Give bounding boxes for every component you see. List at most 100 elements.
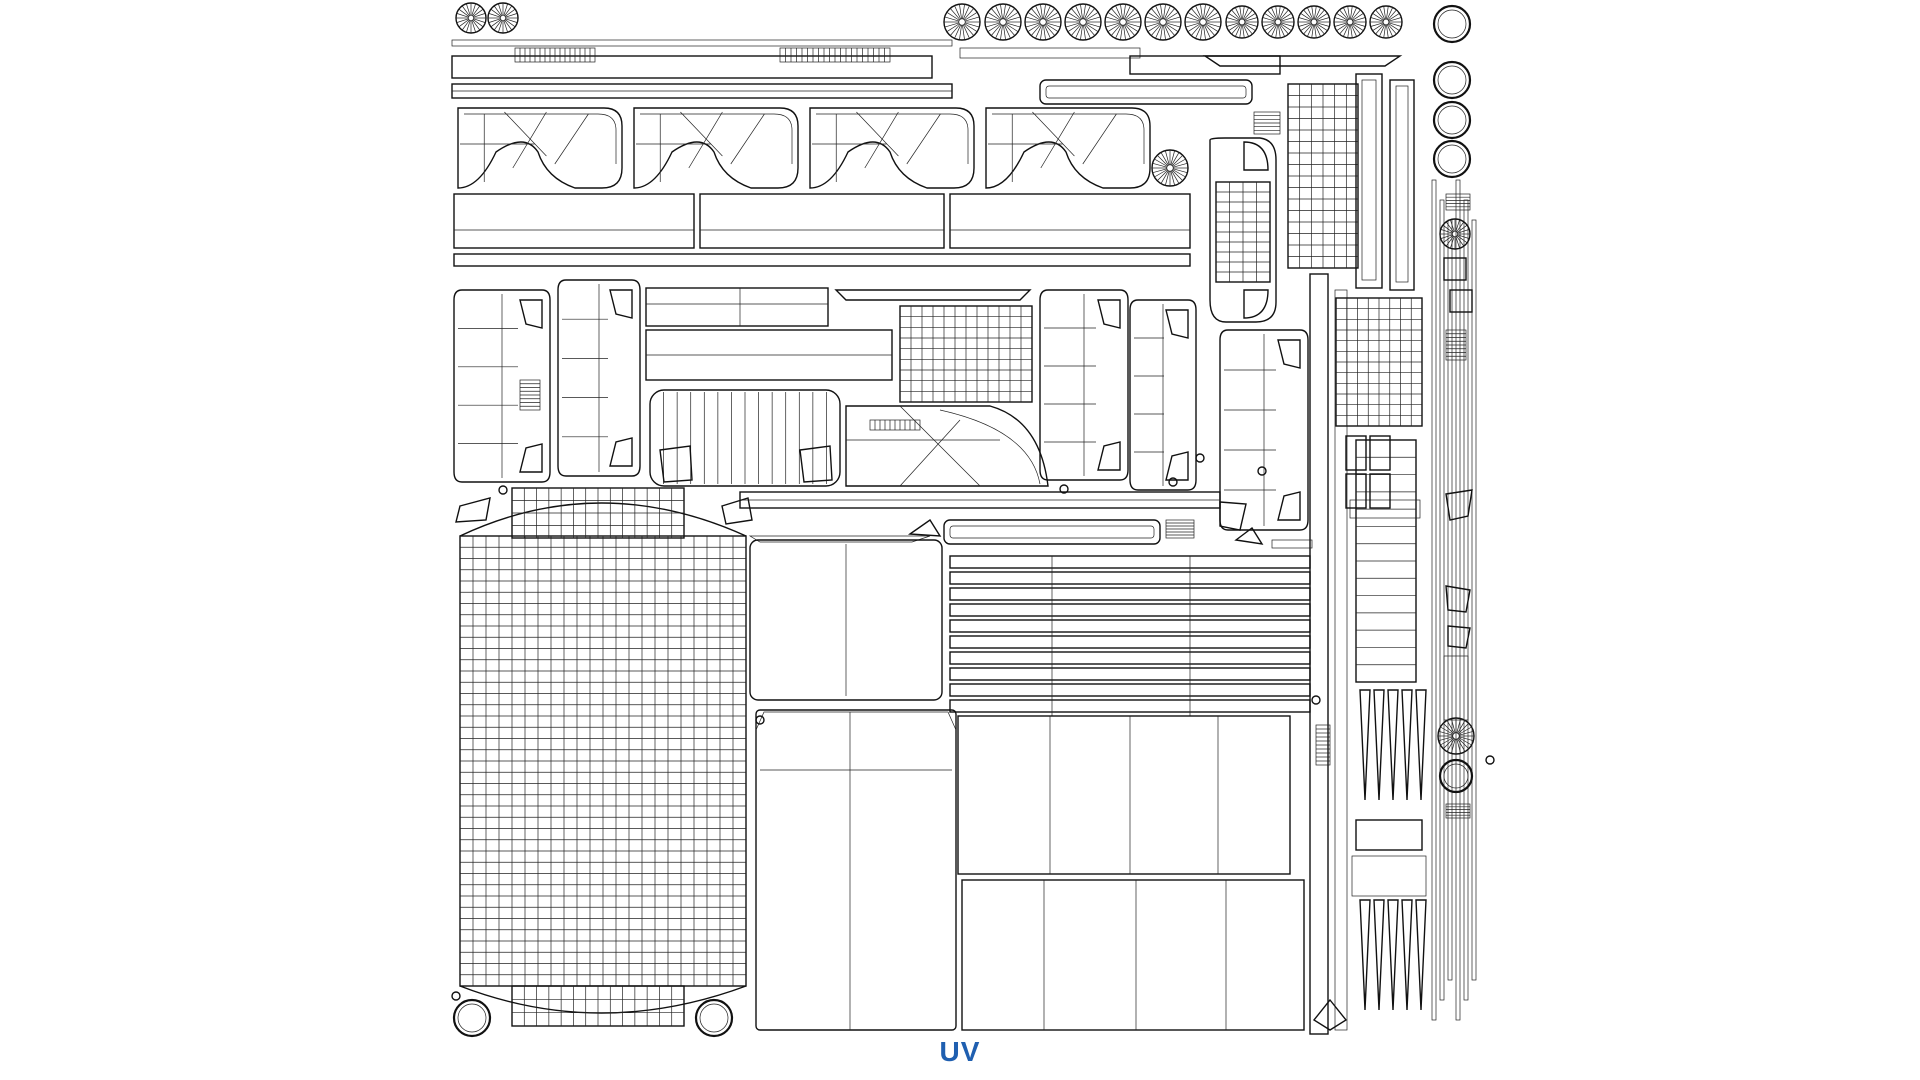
taper-strip bbox=[1387, 899, 1399, 1011]
small-island bbox=[455, 497, 491, 523]
floor-plank bbox=[949, 571, 1311, 585]
mattress-top-grid-mesh bbox=[512, 488, 684, 538]
small-island bbox=[1351, 855, 1427, 897]
door-inner-edge bbox=[992, 113, 1145, 164]
seat-island bbox=[1039, 289, 1129, 481]
wheel-hub bbox=[1310, 18, 1318, 26]
uv-edge bbox=[899, 419, 961, 487]
trim-strip bbox=[451, 55, 933, 79]
strip-band bbox=[1349, 499, 1421, 519]
hood-inner bbox=[939, 409, 1041, 485]
door-tri bbox=[512, 111, 547, 169]
wheel-spokes bbox=[1025, 4, 1061, 40]
ring-inner bbox=[1437, 9, 1467, 39]
ring-inner bbox=[1437, 105, 1467, 135]
door-tri bbox=[688, 111, 723, 169]
hood-island bbox=[845, 405, 1049, 487]
ring-island bbox=[452, 998, 492, 1038]
trim-strip bbox=[959, 47, 1141, 59]
seat-island bbox=[1219, 329, 1309, 531]
door-tri bbox=[554, 113, 589, 165]
wheel-spokes bbox=[985, 4, 1021, 40]
pillar-island bbox=[1355, 73, 1383, 289]
small-island bbox=[1219, 501, 1247, 531]
small-island bbox=[1449, 289, 1473, 313]
mattress-grid-mesh bbox=[460, 536, 746, 986]
wheel-hub bbox=[1346, 18, 1354, 26]
wheel-hub bbox=[1159, 18, 1167, 26]
cargo-floor bbox=[649, 389, 841, 487]
door-tri bbox=[1040, 111, 1075, 169]
door-tri bbox=[1032, 111, 1075, 157]
edge-strip bbox=[1471, 219, 1477, 981]
trim-strip bbox=[451, 39, 953, 47]
wheel-spokes bbox=[1334, 6, 1366, 38]
door-island bbox=[985, 107, 1151, 189]
seat-window bbox=[519, 443, 543, 473]
wheel-spokes bbox=[488, 3, 518, 33]
wheel-hub bbox=[1238, 18, 1246, 26]
trim-strip bbox=[1129, 55, 1281, 75]
wheel-spokes bbox=[1298, 6, 1330, 38]
pillar-inner bbox=[1395, 85, 1409, 283]
seat-window bbox=[1165, 309, 1189, 339]
ring-island bbox=[1432, 4, 1472, 44]
floor-plank bbox=[949, 667, 1311, 681]
floor-plank bbox=[949, 683, 1311, 697]
tail-window bbox=[1243, 141, 1269, 171]
hole-marker bbox=[451, 991, 461, 1001]
trim-strip bbox=[453, 253, 1191, 267]
ring-island bbox=[1432, 100, 1472, 140]
floor-plank bbox=[949, 635, 1311, 649]
wheel-hub bbox=[467, 14, 475, 22]
small-island bbox=[1369, 435, 1391, 471]
seat-window bbox=[1097, 299, 1121, 329]
floor-plank bbox=[949, 603, 1311, 617]
wheel-spokes bbox=[1065, 4, 1101, 40]
wheel-hub bbox=[958, 18, 966, 26]
floor-plank bbox=[949, 587, 1311, 601]
door-island bbox=[809, 107, 975, 189]
wheel-spokes bbox=[1145, 4, 1181, 40]
door-inner-edge bbox=[816, 113, 969, 164]
wheel-hub bbox=[1166, 164, 1174, 172]
wheel-spokes bbox=[1152, 150, 1188, 186]
seat-island bbox=[557, 279, 641, 477]
hole-marker bbox=[1168, 477, 1178, 487]
ring-inner bbox=[1437, 65, 1467, 95]
panel-island bbox=[453, 193, 695, 249]
seat-window bbox=[1277, 491, 1301, 521]
panel-island bbox=[957, 715, 1291, 875]
door-tri bbox=[504, 111, 547, 157]
wheel-hub bbox=[1199, 18, 1207, 26]
wheel-hub bbox=[1451, 230, 1459, 238]
hatch-strip bbox=[1445, 803, 1471, 819]
ring-inner bbox=[1437, 144, 1467, 174]
taper-strip bbox=[1401, 899, 1413, 1011]
small-island bbox=[1234, 526, 1264, 545]
box-lip bbox=[755, 711, 957, 731]
bumper-island bbox=[1039, 79, 1253, 105]
wheel-hub bbox=[1382, 18, 1390, 26]
hole-marker bbox=[1311, 695, 1321, 705]
tail-grid-mesh bbox=[1216, 182, 1270, 282]
hatch-strip bbox=[1445, 193, 1471, 211]
long-pillar-inner bbox=[1334, 289, 1348, 1031]
small-island bbox=[1355, 819, 1423, 851]
floor-plank bbox=[949, 619, 1311, 633]
wheel-hub bbox=[1039, 18, 1047, 26]
box-island bbox=[749, 539, 943, 701]
panel-island bbox=[961, 879, 1305, 1031]
tail-window bbox=[1243, 289, 1269, 319]
edge-strip bbox=[1439, 199, 1445, 1001]
wheel-spokes bbox=[1105, 4, 1141, 40]
small-island bbox=[1312, 998, 1348, 1031]
taper-strip bbox=[1401, 689, 1413, 801]
door-island bbox=[633, 107, 799, 189]
floor-plank bbox=[949, 699, 1311, 713]
door-tri bbox=[906, 113, 941, 165]
seat-window bbox=[519, 299, 543, 329]
door-inner-edge bbox=[640, 113, 793, 164]
wheel-hub bbox=[999, 18, 1007, 26]
ring-island bbox=[694, 998, 734, 1038]
